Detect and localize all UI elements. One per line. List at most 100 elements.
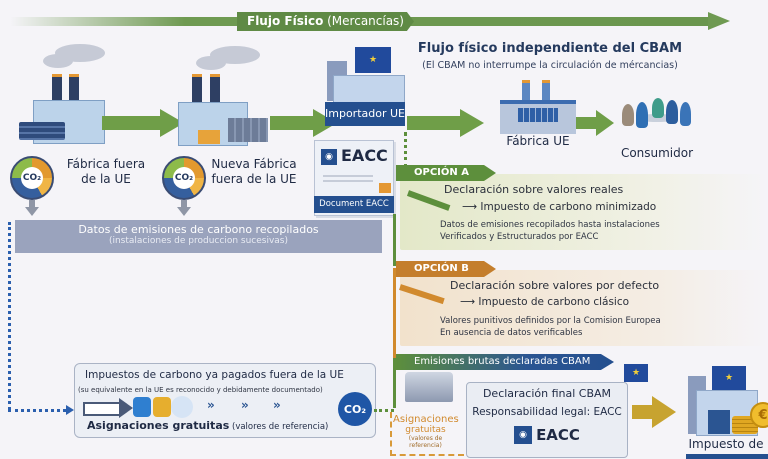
taxes-paid-footer: Asignaciones gratuitas (valores de refer… bbox=[87, 419, 328, 432]
smoke-icon bbox=[196, 56, 226, 70]
free-allocations-line3: (valores de referencia) bbox=[408, 435, 443, 449]
option-b-result: ⟶ Impuesto de carbono clásico bbox=[460, 296, 629, 308]
free-allocations-dashed-frame bbox=[390, 412, 464, 456]
arrowhead-icon bbox=[66, 405, 74, 415]
new-factory-outside-eu-label: Nueva Fábrica fuera de la UE bbox=[208, 157, 300, 187]
chimney-icon bbox=[69, 74, 79, 107]
person-icon bbox=[622, 104, 634, 126]
flow-label-rest: (Mercancías) bbox=[323, 14, 404, 28]
new-factory-outside-eu-text: Nueva Fábrica fuera de la UE bbox=[211, 157, 297, 186]
chimney-icon bbox=[542, 80, 550, 105]
arrow-right-icon: ⟶ bbox=[462, 201, 481, 213]
co2-gauge-text: CO₂ bbox=[173, 167, 195, 189]
flow-arrowhead bbox=[460, 109, 484, 137]
containers-icon bbox=[228, 118, 268, 142]
free-allocations-note: (valores de referencia) bbox=[229, 422, 329, 432]
new-factory-outside-eu-illustration bbox=[170, 40, 270, 146]
person-icon bbox=[680, 102, 691, 126]
eu-flag-icon: ★ bbox=[712, 366, 746, 390]
eacc-globe-logo-icon: ◉ bbox=[514, 426, 533, 444]
down-arrow-icon bbox=[177, 207, 191, 216]
factory-outside-eu-label: Fábrica fuera de la UE bbox=[58, 157, 154, 187]
gross-emissions-tag: Emisiones brutas declaradas CBAM bbox=[396, 354, 614, 370]
consumer-group-illustration bbox=[620, 96, 695, 138]
person-icon bbox=[636, 102, 648, 128]
dotted-green-connector bbox=[374, 409, 394, 412]
option-b-tag: OPCIÓN B bbox=[396, 261, 496, 277]
arrow-right-icon: ⟶ bbox=[460, 296, 479, 308]
factory-outside-eu-text: Fábrica fuera de la UE bbox=[66, 157, 146, 186]
final-eacc-logo-text: EACC bbox=[536, 426, 580, 444]
flow-arrow bbox=[576, 117, 598, 129]
smoke-icon bbox=[43, 54, 73, 68]
eu-flag-icon: ★ bbox=[355, 47, 391, 73]
option-a-panel bbox=[400, 174, 768, 250]
flow-arrow bbox=[407, 116, 462, 130]
eu-flag-icon: ★ bbox=[624, 364, 648, 382]
cbam-independent-title: Flujo físico independiente del CBAM bbox=[417, 41, 683, 56]
dotted-blue-connector bbox=[8, 409, 66, 412]
down-arrow-stem bbox=[29, 200, 35, 207]
person-icon bbox=[652, 98, 664, 118]
chevron-icon: » bbox=[207, 398, 215, 412]
chimney-icon bbox=[52, 74, 62, 107]
option-b-result-text: Impuesto de carbono clásico bbox=[478, 296, 630, 308]
option-a-result-text: Impuesto de carbono minimizado bbox=[480, 201, 657, 213]
envelope-icon bbox=[379, 183, 391, 193]
co2-gauge-icon: CO₂ bbox=[10, 156, 54, 200]
eu-factory-building-icon bbox=[500, 100, 576, 134]
dotted-blue-connector bbox=[8, 222, 11, 410]
windows-icon bbox=[518, 108, 558, 122]
tax-building-illustration: ★ € bbox=[688, 364, 768, 436]
option-b-body-line: En ausencia de datos verificables bbox=[440, 328, 583, 338]
sphere-icon bbox=[171, 396, 193, 418]
euro-coin-icon: € bbox=[750, 402, 768, 428]
flow-label-bold: Flujo Físico bbox=[247, 14, 324, 28]
co2-gauge-icon: CO₂ bbox=[162, 156, 206, 200]
importer-building-icon bbox=[333, 75, 405, 107]
final-eacc-logo: ◉ EACC bbox=[467, 426, 627, 444]
chimney-icon bbox=[210, 74, 220, 107]
taxes-paid-title: Impuestos de carbono ya pagados fuera de… bbox=[85, 369, 344, 381]
co2-badge-icon: CO₂ bbox=[338, 392, 372, 426]
physical-flow-label: Flujo Físico (Mercancías) bbox=[237, 12, 414, 31]
consumer-label: Consumidor bbox=[620, 146, 694, 160]
eacc-globe-logo-icon: ◉ bbox=[321, 149, 337, 165]
stone-blocks-icon bbox=[405, 372, 453, 402]
free-allocations-bold: Asignaciones gratuitas bbox=[87, 419, 230, 432]
boxes-icon bbox=[198, 130, 220, 144]
steel-slabs-icon bbox=[19, 122, 65, 140]
co2-gauge-text: CO₂ bbox=[21, 167, 43, 189]
down-arrow-stem bbox=[181, 200, 187, 207]
taxes-paid-subtitle: (su equivalente en la UE es reconocido y… bbox=[78, 386, 323, 394]
collected-data-subtitle: (instalaciones de produccion sucesivas) bbox=[108, 236, 289, 246]
eacc-logo-text: EACC bbox=[341, 146, 388, 165]
flow-arrow bbox=[270, 116, 315, 130]
down-arrow-icon bbox=[25, 207, 39, 216]
final-flow-arrowhead bbox=[652, 396, 676, 428]
final-declaration-title: Declaración final CBAM bbox=[482, 387, 612, 400]
yellow-barrel-icon bbox=[153, 397, 171, 417]
decision-line bbox=[393, 268, 396, 358]
collected-emissions-data-box: Datos de emisiones de carbono recopilado… bbox=[15, 220, 382, 253]
chevron-icon: » bbox=[273, 398, 281, 412]
option-b-heading: Declaración sobre valores por defecto bbox=[450, 279, 660, 292]
option-b-panel bbox=[400, 270, 768, 346]
option-b-body-line: Valores punitivos definidos por la Comis… bbox=[440, 316, 661, 326]
taxes-paid-outside-eu-box: Impuestos de carbono ya pagados fuera de… bbox=[74, 363, 376, 438]
physical-flow-arrowhead bbox=[708, 12, 730, 30]
final-tax-label: Impuesto de bbox=[688, 437, 764, 451]
flow-arrow bbox=[102, 116, 162, 130]
outline-arrow-icon bbox=[83, 402, 121, 416]
final-flow-arrow bbox=[632, 405, 654, 419]
importer-label: Importador UE bbox=[325, 102, 405, 126]
chevron-icon: » bbox=[241, 398, 249, 412]
gross-emissions-line bbox=[393, 358, 396, 408]
collected-data-title: Datos de emisiones de carbono recopilado… bbox=[78, 223, 319, 236]
blue-barrel-icon bbox=[133, 397, 151, 417]
importer-building-illustration: ★ bbox=[325, 45, 405, 107]
legal-responsibility: Responsabilidad legal: EACC bbox=[472, 406, 622, 418]
final-tax-band bbox=[686, 454, 768, 459]
free-allocations-line2: gratuitas bbox=[405, 425, 446, 435]
table-icon bbox=[636, 114, 678, 122]
